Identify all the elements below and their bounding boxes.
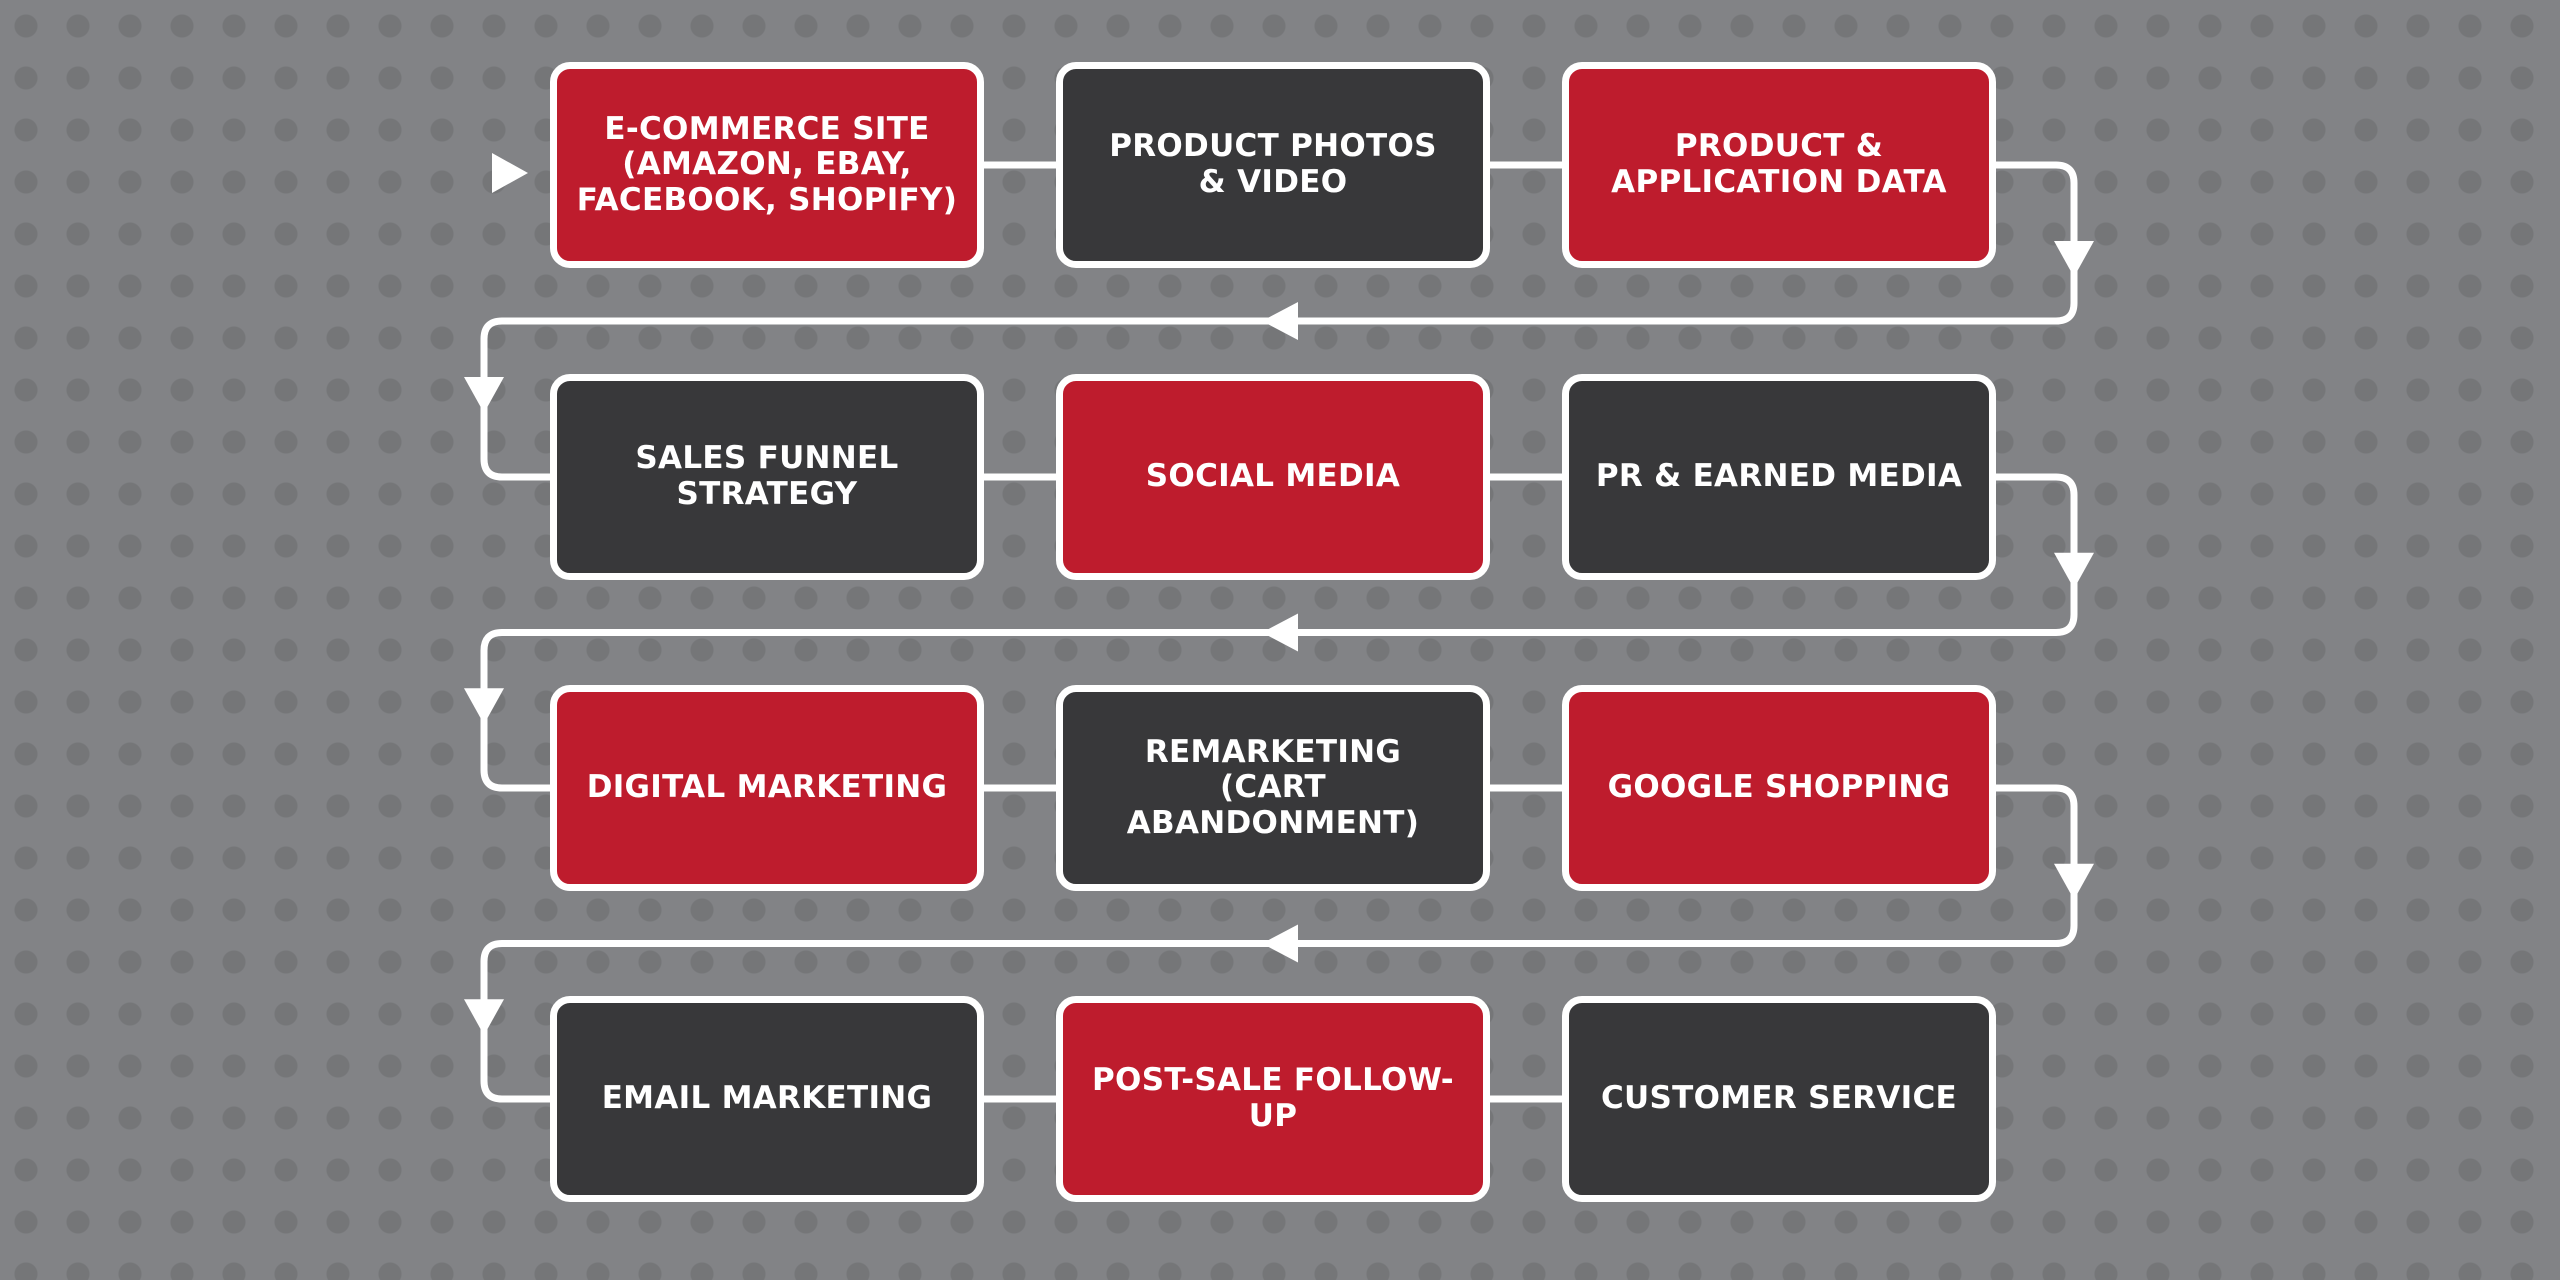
flow-step: PR & EARNED MEDIA [1562, 374, 1996, 580]
flow-step: PRODUCT PHOTOS & VIDEO [1056, 62, 1490, 268]
flow-step-label: PR & EARNED MEDIA [1595, 458, 1963, 495]
flow-step: PRODUCT & APPLICATION DATA [1562, 62, 1996, 268]
flow-step-label: PRODUCT & APPLICATION DATA [1611, 128, 1947, 200]
flow-step: EMAIL MARKETING [550, 996, 984, 1202]
start-arrow-icon [492, 153, 528, 193]
left-arrow-icon [1262, 613, 1298, 652]
flow-step: POST-SALE FOLLOW-UP [1056, 996, 1490, 1202]
down-arrow-icon [2054, 552, 2094, 589]
flow-step: SOCIAL MEDIA [1056, 374, 1490, 580]
flow-step: DIGITAL MARKETING [550, 685, 984, 891]
down-arrow-icon [464, 377, 504, 413]
flow-step-label: E-COMMERCE SITE (AMAZON, EBAY, FACEBOOK,… [576, 110, 958, 218]
flow-step-label: PRODUCT PHOTOS & VIDEO [1109, 128, 1437, 200]
flow-step: CUSTOMER SERVICE [1562, 996, 1996, 1202]
down-arrow-icon [464, 999, 504, 1036]
down-arrow-icon [2054, 863, 2094, 900]
left-arrow-icon [1262, 924, 1298, 963]
flow-step-label: POST-SALE FOLLOW-UP [1092, 1062, 1454, 1134]
flow-step-label: SALES FUNNEL STRATEGY [635, 440, 899, 512]
flow-step-label: EMAIL MARKETING [601, 1080, 933, 1117]
flow-step-label: REMARKETING (CART ABANDONMENT) [1126, 733, 1420, 841]
down-arrow-icon [2054, 241, 2094, 277]
flow-step-label: CUSTOMER SERVICE [1600, 1080, 1958, 1117]
down-arrow-icon [464, 688, 504, 725]
flow-step: REMARKETING (CART ABANDONMENT) [1056, 685, 1490, 891]
flow-step-label: GOOGLE SHOPPING [1607, 769, 1951, 806]
flow-step-label: SOCIAL MEDIA [1145, 458, 1401, 495]
flow-step: E-COMMERCE SITE (AMAZON, EBAY, FACEBOOK,… [550, 62, 984, 268]
flow-step-label: DIGITAL MARKETING [586, 769, 948, 806]
flow-step: SALES FUNNEL STRATEGY [550, 374, 984, 580]
left-arrow-icon [1262, 302, 1298, 340]
flow-step: GOOGLE SHOPPING [1562, 685, 1996, 891]
